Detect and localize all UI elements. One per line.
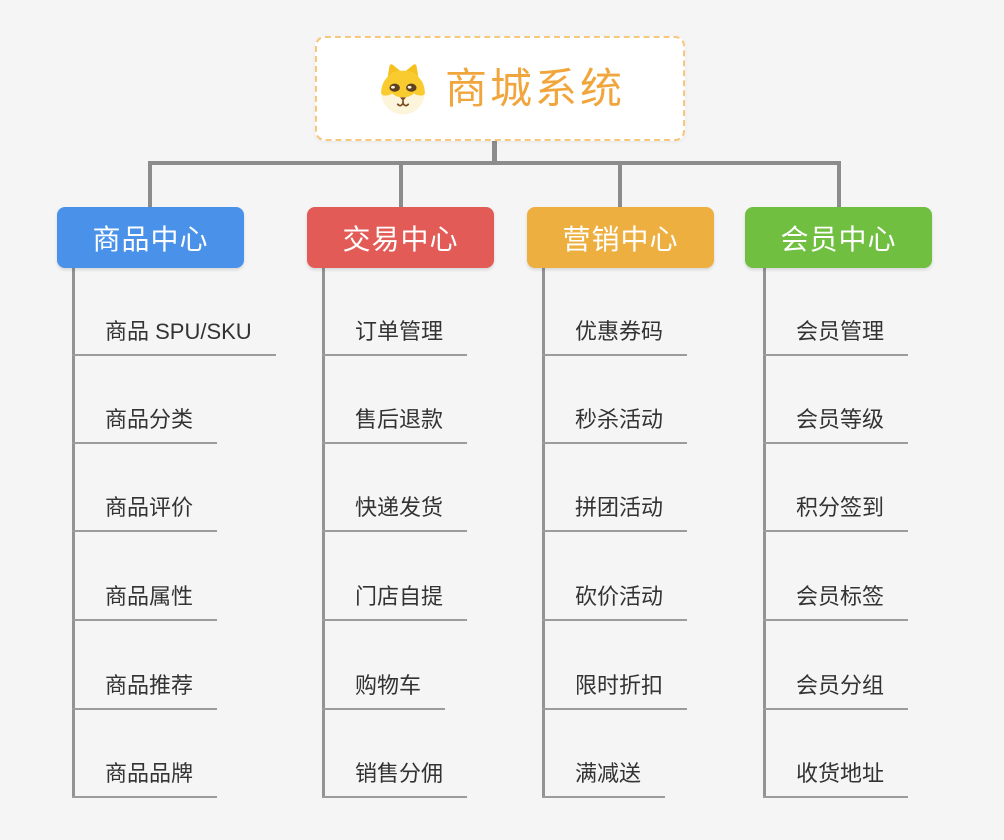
topic-item[interactable]: 优惠券码 [542,314,688,356]
topic-item[interactable]: 积分签到 [763,490,909,532]
branch-label: 商品中心 [92,223,209,255]
topic-item[interactable]: 购物车 [322,668,446,710]
topic-item[interactable]: 满减送 [542,756,666,798]
connector-root-stem [492,140,497,163]
topic-item[interactable]: 收货地址 [763,756,909,798]
branch-label: 交易中心 [342,223,459,255]
topic-item[interactable]: 商品分类 [72,402,218,444]
topic-item[interactable]: 会员管理 [763,314,909,356]
branch-node-product-center[interactable]: 商品中心 [57,207,244,268]
topic-item[interactable]: 销售分佣 [322,756,468,798]
topic-item[interactable]: 会员分组 [763,668,909,710]
connector-column-product-center [72,268,75,798]
branch-label: 会员中心 [780,223,897,255]
connector-column-trade-center [322,268,325,798]
topic-item[interactable]: 商品属性 [72,579,218,621]
root-title: 商城系统 [444,64,625,112]
connector-column-member-center [763,268,766,798]
branch-node-trade-center[interactable]: 交易中心 [307,207,494,268]
topic-item[interactable]: 秒杀活动 [542,402,688,444]
topic-item[interactable]: 拼团活动 [542,490,688,532]
topic-item[interactable]: 商品评价 [72,490,218,532]
topic-item[interactable]: 商品 SPU/SKU [72,314,276,356]
branch-label: 营销中心 [562,223,679,255]
root-node[interactable]: 商城系统 [315,36,685,141]
branch-node-member-center[interactable]: 会员中心 [745,207,932,268]
shiba-dog-icon [381,63,425,114]
connector-horizontal-bar [148,161,839,165]
connector-column-marketing-center [542,268,545,798]
connector-drop-trade-center [399,161,403,208]
topic-item[interactable]: 订单管理 [322,314,468,356]
topic-item[interactable]: 商品推荐 [72,668,218,710]
topic-item[interactable]: 砍价活动 [542,579,688,621]
topic-item[interactable]: 会员等级 [763,402,909,444]
topic-item[interactable]: 会员标签 [763,579,909,621]
topic-item[interactable]: 门店自提 [322,579,468,621]
topic-item[interactable]: 售后退款 [322,402,468,444]
topic-item[interactable]: 限时折扣 [542,668,688,710]
branch-node-marketing-center[interactable]: 营销中心 [527,207,714,268]
connector-drop-member-center [837,161,841,208]
connector-drop-marketing-center [618,161,622,208]
topic-item[interactable]: 快递发货 [322,490,468,532]
connector-drop-product-center [148,161,152,208]
topic-item[interactable]: 商品品牌 [72,756,218,798]
